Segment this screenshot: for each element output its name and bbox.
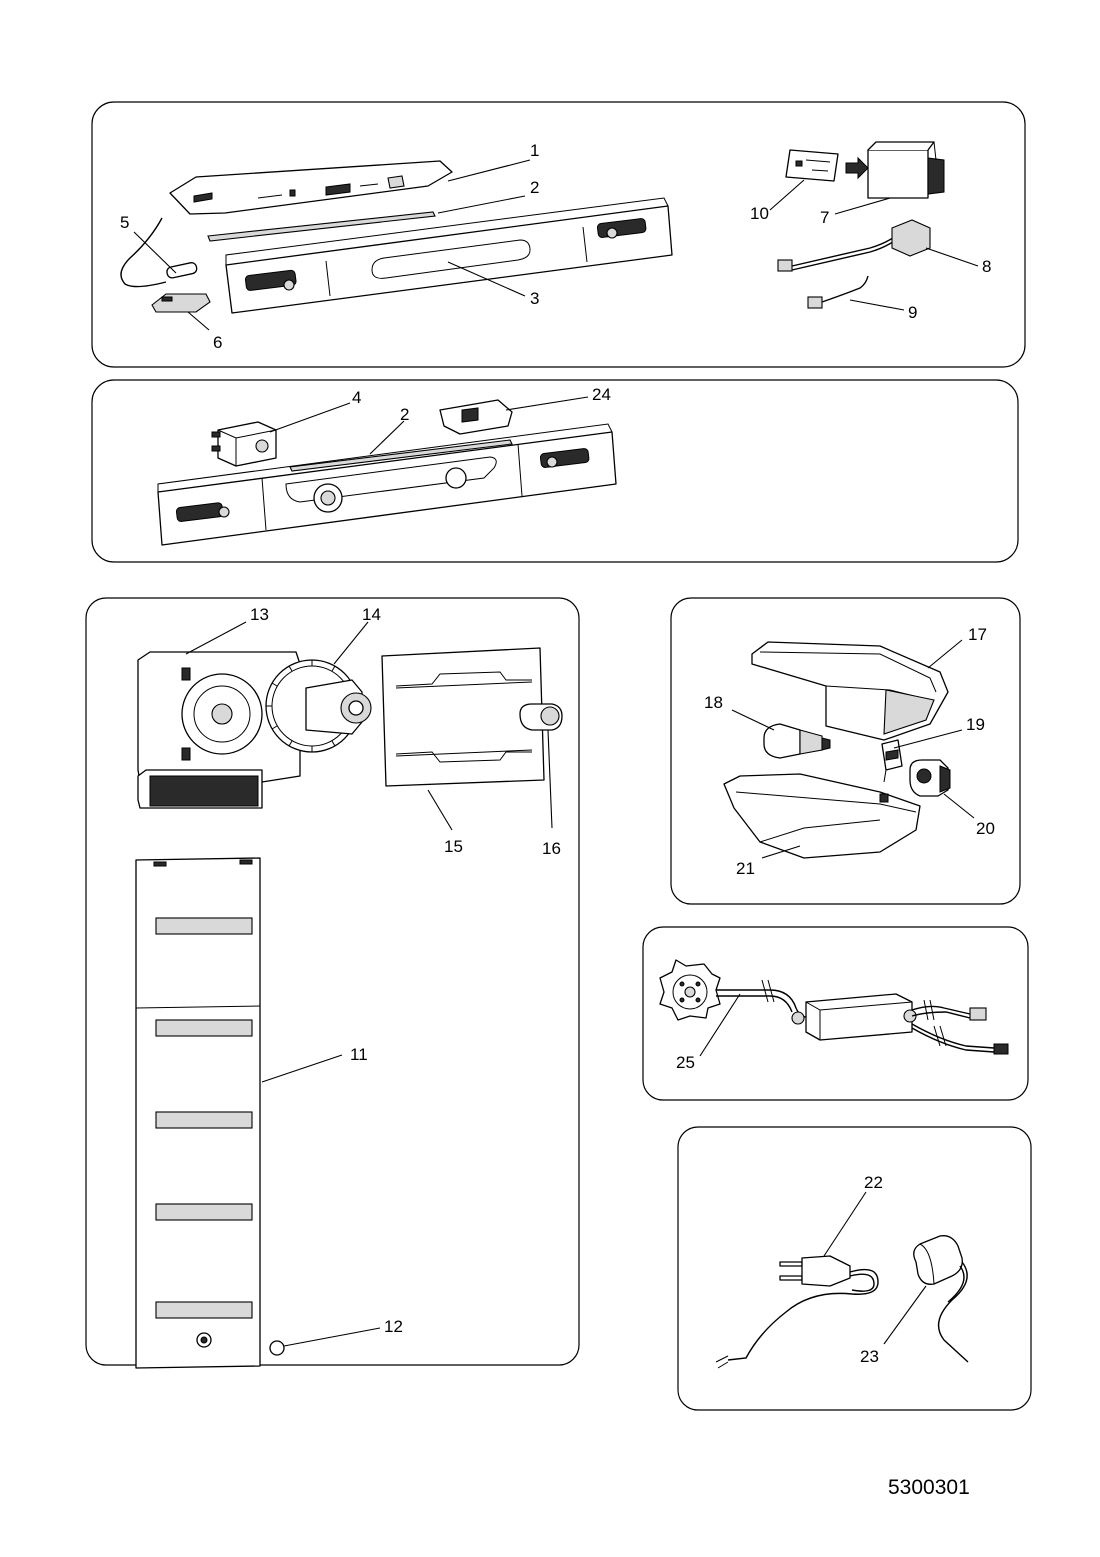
callout-23: 23 — [860, 1347, 879, 1366]
part-10-rating-label[interactable] — [785, 149, 839, 182]
part-13-fan-housing[interactable] — [137, 651, 301, 809]
control-panel-mechanical — [157, 423, 617, 546]
part-3-control-panel-front[interactable] — [225, 197, 673, 314]
callout-20: 20 — [976, 819, 995, 838]
part-6-sensor-holder[interactable] — [151, 293, 211, 313]
part-18-light-bulb[interactable] — [763, 723, 831, 759]
callout-7: 7 — [820, 208, 829, 227]
part-14-fan-motor[interactable] — [265, 659, 372, 753]
callout-25: 25 — [676, 1053, 695, 1072]
callout-24: 24 — [592, 385, 611, 404]
part-24-interface-board[interactable] — [439, 399, 513, 435]
panel-control-board — [91, 101, 1026, 368]
callout-10: 10 — [750, 204, 769, 223]
callout-2-lower: 2 — [400, 405, 409, 424]
callout-17: 17 — [968, 625, 987, 644]
panel-lamp-assembly — [670, 597, 1021, 905]
part-12-duct-plug[interactable] — [269, 1340, 285, 1356]
panel-fan-duct — [85, 597, 580, 1366]
callout-9: 9 — [908, 303, 917, 322]
part-23-start-capacitor[interactable] — [913, 1235, 969, 1363]
panel-power-cord — [677, 1126, 1032, 1411]
callout-14: 14 — [362, 605, 381, 624]
part-2-seal-strip-top[interactable] — [207, 211, 436, 242]
callout-8: 8 — [982, 257, 991, 276]
leader-lines-panel-f — [823, 1191, 927, 1345]
callout-1: 1 — [530, 141, 539, 160]
callout-3: 3 — [530, 289, 539, 308]
callout-5: 5 — [120, 213, 129, 232]
part-5-temperature-sensor[interactable] — [120, 217, 198, 288]
callout-12: 12 — [384, 1317, 403, 1336]
panel-thermostat-assembly — [91, 379, 1019, 563]
panel-led-driver — [642, 926, 1029, 1101]
leader-lines-panel-a — [133, 159, 979, 331]
part-9-cable-short[interactable] — [807, 275, 869, 309]
part-20-lamp-socket[interactable] — [909, 759, 951, 797]
callout-13: 13 — [250, 605, 269, 624]
part-15-fan-cover[interactable] — [381, 647, 545, 787]
document-number: 5300301 — [888, 1476, 970, 1499]
part-7-display-module[interactable] — [845, 141, 945, 199]
part-25-led-driver-harness[interactable] — [659, 959, 1009, 1055]
part-21-lamp-diffuser[interactable] — [723, 773, 921, 859]
part-22-power-cord[interactable] — [715, 1255, 879, 1369]
leader-lines-panel-d — [731, 639, 975, 859]
callout-22: 22 — [864, 1173, 883, 1192]
leader-lines-panel-b — [269, 396, 589, 455]
callout-11: 11 — [350, 1045, 368, 1064]
callout-19: 19 — [966, 715, 985, 734]
callout-15: 15 — [444, 837, 463, 856]
callout-6: 6 — [213, 333, 222, 352]
part-16-damper-knob[interactable] — [519, 703, 563, 731]
part-4-thermostat[interactable] — [211, 421, 277, 467]
part-17-lamp-housing-top[interactable] — [751, 641, 949, 741]
leader-lines-panel-e — [699, 993, 741, 1057]
callout-2: 2 — [530, 178, 539, 197]
part-8-cable-harness[interactable] — [777, 219, 931, 272]
part-2-seal-strip-bottom[interactable] — [289, 439, 513, 472]
callout-16: 16 — [542, 839, 561, 858]
part-1-control-pcb[interactable] — [169, 160, 453, 215]
leader-lines-panel-c — [185, 621, 553, 1347]
callout-4: 4 — [352, 388, 361, 407]
callout-18: 18 — [704, 693, 723, 712]
callout-21: 21 — [736, 859, 755, 878]
part-11-air-duct[interactable] — [135, 857, 261, 1369]
